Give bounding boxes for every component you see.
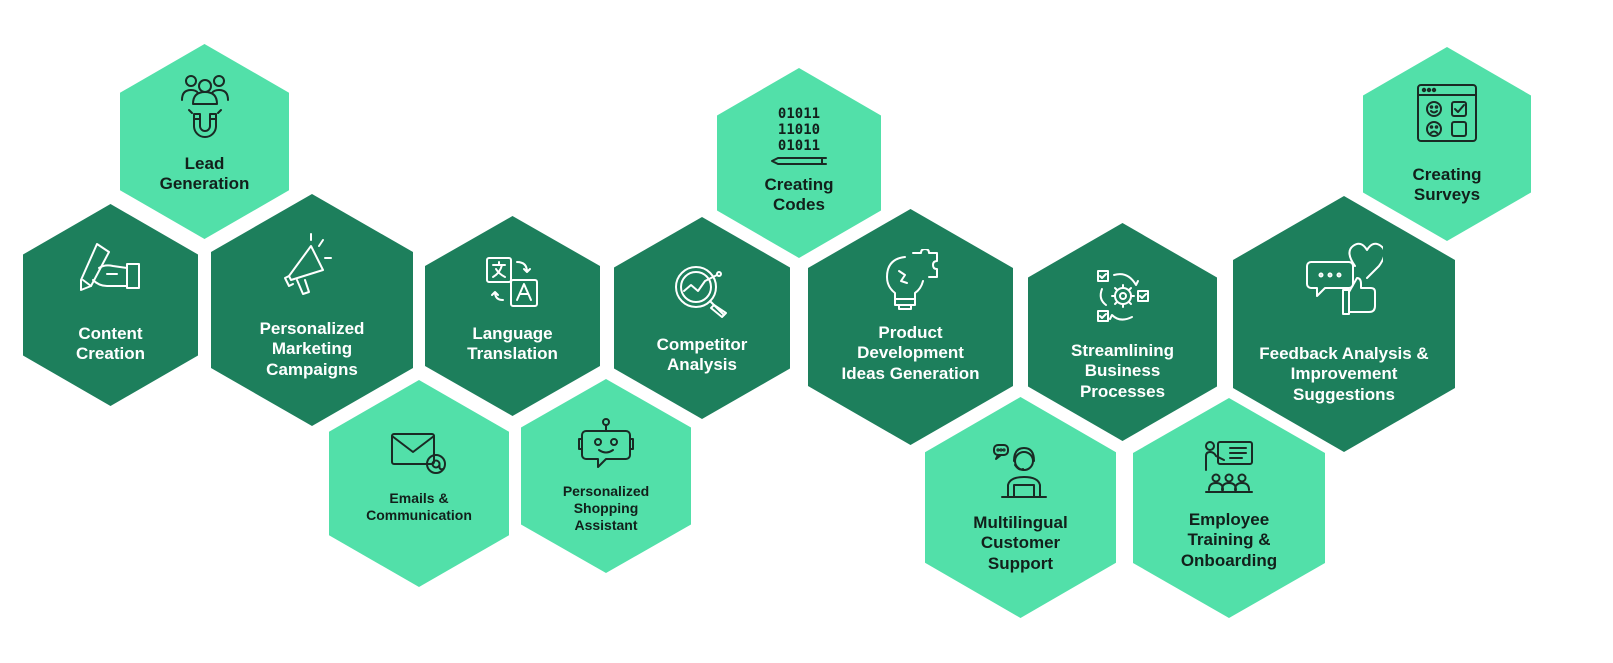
code-line: 01011 <box>777 106 821 122</box>
hex-label: Personalized Marketing Campaigns <box>259 319 365 379</box>
hex-label: Language Translation <box>467 324 558 364</box>
presentation-icon <box>1202 440 1256 496</box>
hex-feedback-analysis: Feedback Analysis & Improvement Suggesti… <box>1233 196 1455 452</box>
hex-label: Competitor Analysis <box>656 335 748 375</box>
hex-creating-codes: 01011 11010 01011 Creating Codes <box>717 68 881 258</box>
support-agent-icon <box>992 443 1050 499</box>
process-gear-icon <box>1094 269 1152 325</box>
hex-personalized-marketing-campaigns: Personalized Marketing Campaigns <box>211 194 413 426</box>
magnifier-chart-icon <box>672 261 732 319</box>
email-at-icon <box>390 432 448 476</box>
hex-content-creation: Content Creation <box>23 204 198 406</box>
hex-label: Employee Training & Onboarding <box>1180 510 1278 570</box>
hex-label: Creating Codes <box>764 175 834 215</box>
hex-label: Personalized Shopping Assistant <box>562 483 650 533</box>
hex-creating-surveys: Creating Surveys <box>1363 47 1531 241</box>
hand-pen-icon <box>77 240 145 298</box>
hex-lead-generation: Lead Generation <box>120 44 289 239</box>
robot-chat-icon <box>578 417 634 473</box>
hex-label: Streamlining Business Processes <box>1071 341 1174 401</box>
hex-label: Product Development Ideas Generation <box>841 323 980 383</box>
hex-language-translation: Language Translation <box>425 216 600 416</box>
hex-product-development: Product Development Ideas Generation <box>808 209 1013 445</box>
hex-employee-training-onboarding: Employee Training & Onboarding <box>1133 398 1325 618</box>
megaphone-icon <box>281 232 343 302</box>
hex-competitor-analysis: Competitor Analysis <box>614 217 790 419</box>
hex-label: Content Creation <box>76 324 145 364</box>
hex-label: Multilingual Customer Support <box>973 513 1068 573</box>
hex-emails-communication: Emails & Communication <box>329 380 509 587</box>
code-line: 01011 <box>777 138 821 154</box>
lightbulb-puzzle-icon <box>883 249 939 313</box>
hex-label: Creating Surveys <box>1412 165 1482 205</box>
hex-multilingual-customer-support: Multilingual Customer Support <box>925 397 1116 618</box>
binary-code-icon: 01011 11010 01011 <box>770 106 828 166</box>
hex-label: Lead Generation <box>159 154 250 194</box>
hex-label: Feedback Analysis & Improvement Suggesti… <box>1259 344 1429 404</box>
code-line: 11010 <box>777 122 821 138</box>
survey-form-icon <box>1416 83 1478 143</box>
hex-label: Emails & Communication <box>366 490 472 523</box>
translate-icon <box>485 256 541 312</box>
feedback-thumbs-icon <box>1305 242 1383 318</box>
hex-personalized-shopping-assistant: Personalized Shopping Assistant <box>521 379 691 573</box>
hex-streamlining-business-processes: Streamlining Business Processes <box>1028 223 1217 441</box>
users-magnet-icon <box>180 72 230 140</box>
